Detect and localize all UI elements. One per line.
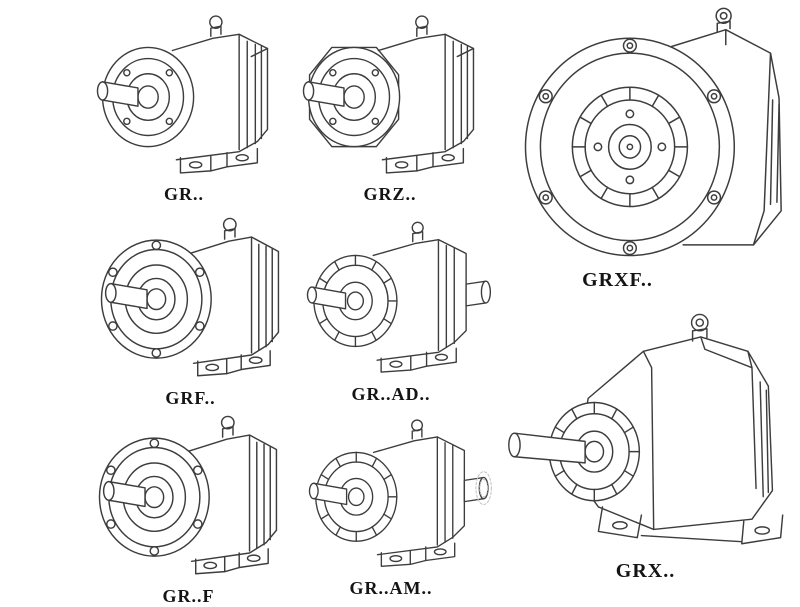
gearbox-drawing-grxf <box>524 7 782 257</box>
gearbox-label-grad: GR..AD.. <box>351 384 431 404</box>
catalog-item-grff: GR..F <box>86 404 291 607</box>
gearbox-drawing-grad <box>306 221 492 373</box>
catalog-item-gr: GR.. <box>84 8 284 205</box>
gearbox-label-grf: GRF.. <box>165 388 216 408</box>
gearbox-drawing-grf <box>100 217 279 377</box>
catalog-item-grz: GRZ.. <box>290 8 490 205</box>
gearbox-drawing-grff <box>98 415 277 575</box>
gearbox-drawing-gr <box>96 15 269 174</box>
gearbox-drawing-grx <box>507 313 783 545</box>
catalog-item-grad: GR..AD.. <box>285 210 497 405</box>
gearbox-label-gr: GR.. <box>164 184 204 204</box>
gearbox-label-grxf: GRXF.. <box>582 269 653 291</box>
catalog-item-grf: GRF.. <box>88 206 293 409</box>
gearbox-label-grff: GR..F <box>162 586 215 606</box>
gearbox-drawing-gram <box>308 419 492 567</box>
catalog-item-grx: GRX.. <box>498 296 793 583</box>
gearbox-label-grz: GRZ.. <box>363 184 417 204</box>
gearbox-label-gram: GR..AM.. <box>349 578 433 598</box>
gearbox-label-grx: GRX.. <box>615 560 676 582</box>
catalog-item-grxf: GRXF.. <box>500 2 795 292</box>
catalog-item-gram: GR..AM.. <box>285 408 497 599</box>
gearbox-drawing-grz <box>302 15 475 174</box>
